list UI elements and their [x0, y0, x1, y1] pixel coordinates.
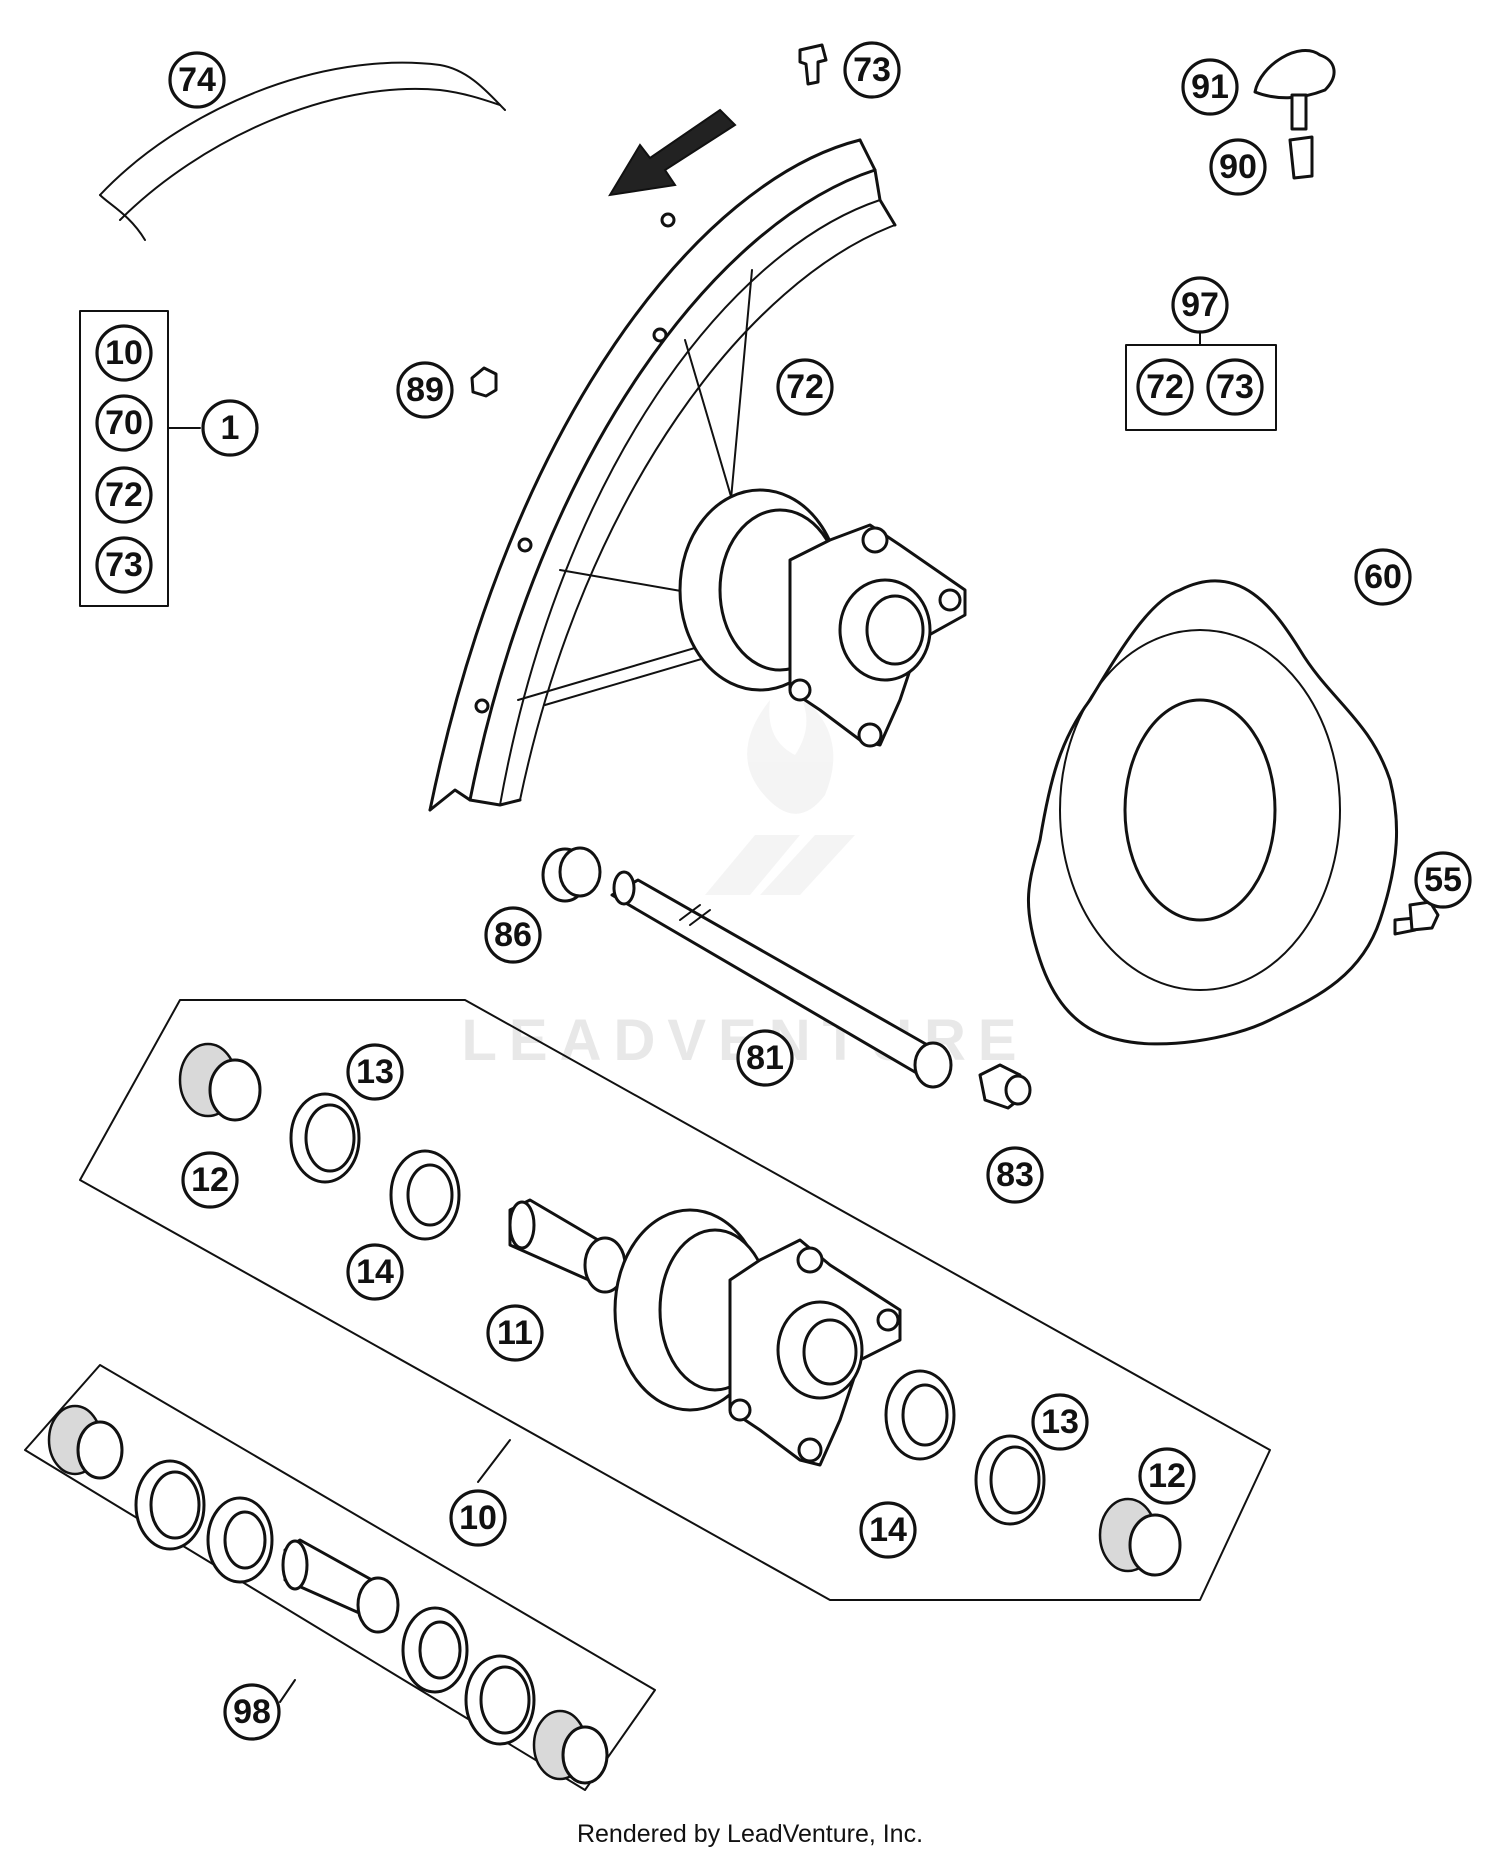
- rotation-arrow: [608, 108, 737, 197]
- footer-credit: Rendered by LeadVenture, Inc.: [576, 1820, 924, 1848]
- seal-12-upper: [178, 1042, 262, 1122]
- callout-14-upper: 14: [346, 1243, 404, 1301]
- leader-98: [279, 1679, 296, 1703]
- group-outline-98: [24, 1364, 656, 1791]
- ring-13-upper: [289, 1092, 361, 1184]
- wheel-hub-assembled: [678, 488, 967, 748]
- callout-11: 11: [486, 1304, 544, 1362]
- group-outline-10: [79, 999, 1271, 1601]
- svg-text:72: 72: [786, 368, 824, 406]
- svg-text:12: 12: [191, 1161, 229, 1199]
- svg-text:73: 73: [1216, 368, 1254, 406]
- svg-text:10: 10: [105, 334, 143, 372]
- brake-disc-part: [1026, 579, 1399, 1046]
- svg-text:73: 73: [105, 546, 143, 584]
- callout-10: 10: [449, 1489, 507, 1547]
- callout-81: 81: [736, 1029, 794, 1087]
- callout-89: 89: [396, 361, 454, 419]
- svg-text:89: 89: [406, 371, 444, 409]
- callout-98: 98: [223, 1683, 281, 1741]
- rim-tape-part: [99, 61, 506, 241]
- svg-text:12: 12: [1148, 1457, 1186, 1495]
- callout-12-upper: 12: [181, 1151, 239, 1209]
- svg-text:90: 90: [1219, 148, 1257, 186]
- svg-text:97: 97: [1181, 286, 1219, 324]
- callout-14-lower: 14: [859, 1501, 917, 1559]
- callout-13-upper: 13: [346, 1043, 404, 1101]
- svg-text:60: 60: [1364, 558, 1402, 596]
- callout-86: 86: [484, 906, 542, 964]
- svg-text:72: 72: [105, 476, 143, 514]
- callout-72: 72: [776, 358, 834, 416]
- svg-text:86: 86: [494, 916, 532, 954]
- kit-box-1: [79, 310, 169, 607]
- callout-1-73: 73: [95, 536, 153, 594]
- callout-13-lower: 13: [1031, 1393, 1089, 1451]
- callout-97: 97: [1171, 276, 1229, 334]
- axle-nut-part: [978, 1063, 1032, 1110]
- callout-97-73: 73: [1206, 358, 1264, 416]
- callout-73: 73: [843, 41, 901, 99]
- svg-text:91: 91: [1191, 68, 1229, 106]
- svg-text:14: 14: [869, 1511, 907, 1549]
- svg-text:81: 81: [746, 1039, 784, 1077]
- callout-1: 1: [201, 399, 259, 457]
- callout-91: 91: [1181, 58, 1239, 116]
- wheel-rim-part: [428, 138, 897, 812]
- bearing-14-lower: [884, 1369, 956, 1461]
- disc-bolt-part: [1393, 900, 1440, 936]
- svg-text:55: 55: [1424, 861, 1462, 899]
- svg-text:74: 74: [178, 61, 216, 99]
- axle-part: [610, 870, 953, 1089]
- kit-98-parts: [47, 1404, 609, 1785]
- svg-text:73: 73: [853, 51, 891, 89]
- callout-1-70: 70: [95, 394, 153, 452]
- callout-55: 55: [1414, 851, 1472, 909]
- bearing-14-upper: [389, 1149, 461, 1241]
- svg-text:1: 1: [221, 409, 240, 447]
- callout-1-10: 10: [95, 324, 153, 382]
- svg-text:83: 83: [996, 1156, 1034, 1194]
- callout-83: 83: [986, 1146, 1044, 1204]
- watermark-logo: [705, 695, 855, 895]
- callout-1-72: 72: [95, 466, 153, 524]
- callout-74: 74: [168, 51, 226, 109]
- svg-text:10: 10: [459, 1499, 497, 1537]
- svg-text:72: 72: [1146, 368, 1184, 406]
- svg-text:14: 14: [356, 1253, 394, 1291]
- valve-stem-part: [798, 43, 828, 86]
- callout-12-lower: 12: [1138, 1447, 1196, 1505]
- callout-60: 60: [1354, 548, 1412, 606]
- callout-90: 90: [1209, 138, 1267, 196]
- hub-exploded: [613, 1208, 902, 1467]
- svg-text:70: 70: [105, 404, 143, 442]
- seal-12-lower: [1098, 1497, 1182, 1577]
- ring-13-lower: [974, 1434, 1046, 1526]
- spacer-11: [508, 1198, 627, 1294]
- svg-text:11: 11: [497, 1314, 533, 1352]
- spacer-nut-part: [541, 846, 602, 903]
- leader-10: [477, 1439, 511, 1483]
- svg-text:98: 98: [233, 1693, 271, 1731]
- svg-text:13: 13: [356, 1053, 394, 1091]
- rim-lock-part: [1253, 49, 1336, 180]
- svg-text:13: 13: [1041, 1403, 1079, 1441]
- nipple-part: [470, 366, 498, 398]
- callout-97-72: 72: [1136, 358, 1194, 416]
